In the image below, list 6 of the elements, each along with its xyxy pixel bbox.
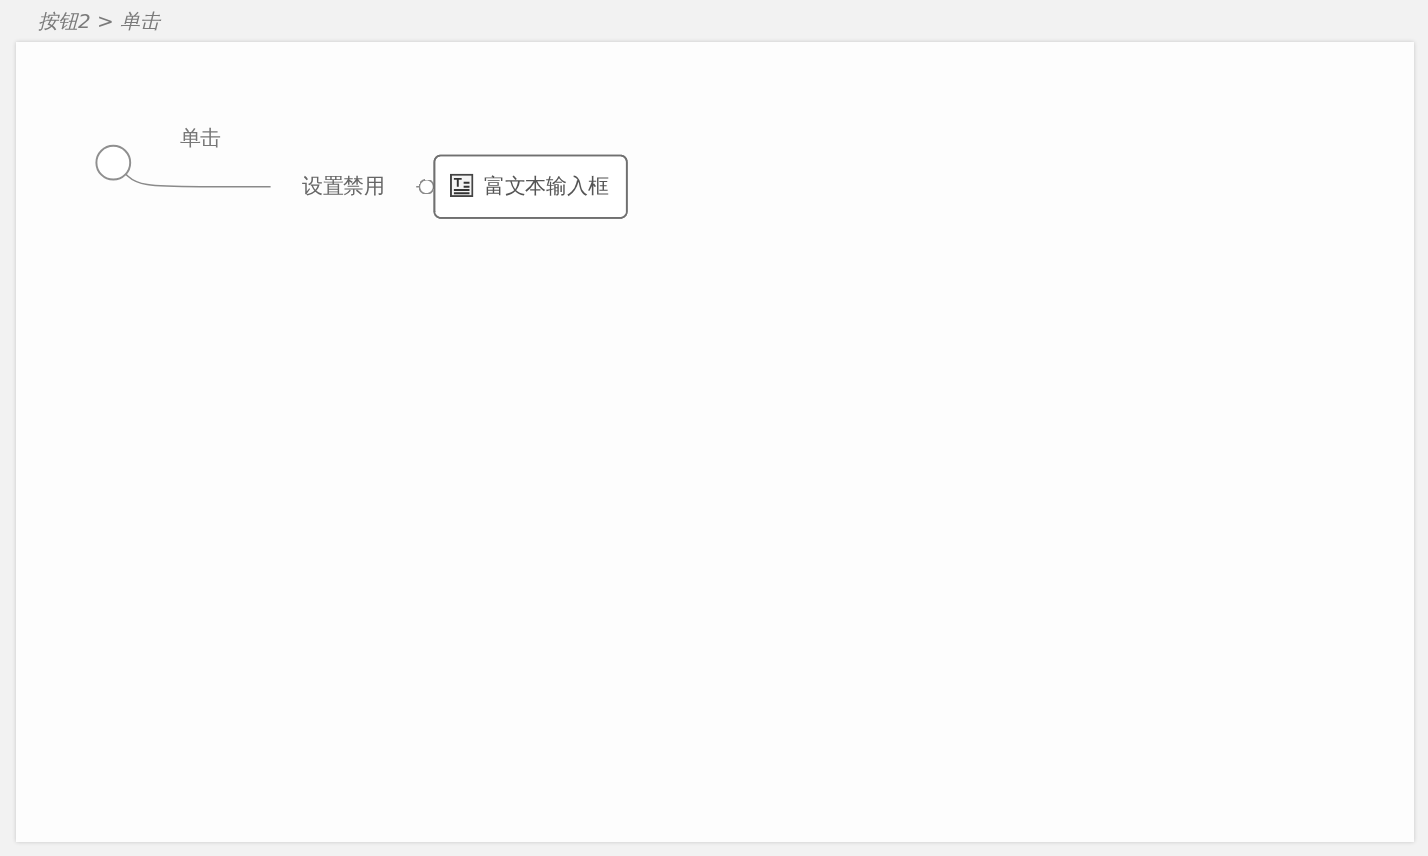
- node-text: 设置禁用: [301, 173, 385, 199]
- node-label: 单击: [179, 125, 222, 151]
- diagram-title: 按钮2 > 单击: [38, 8, 161, 35]
- canvas-panel: 单击 设置禁用 富文本输入框: [16, 42, 1414, 842]
- connector: [124, 173, 272, 188]
- node-circle: [95, 144, 132, 181]
